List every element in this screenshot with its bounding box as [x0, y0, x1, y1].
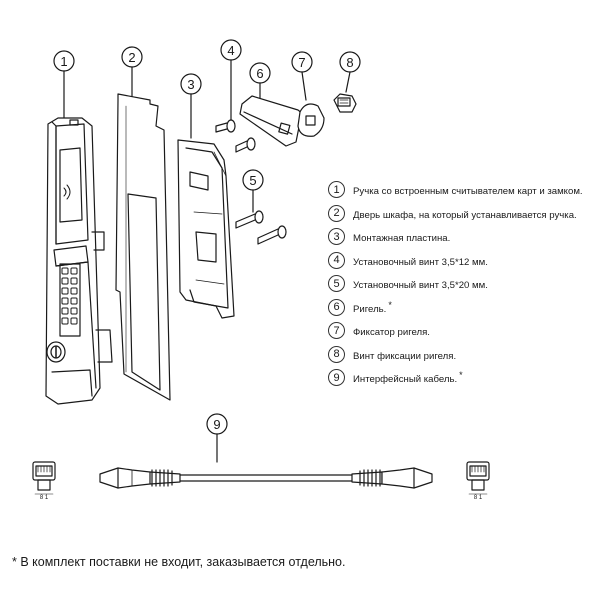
pin-label-right: 8 1 — [474, 495, 483, 501]
callout-9: 9 — [206, 413, 228, 463]
callout-1: 1 — [53, 50, 75, 119]
legend-text: Монтажная пластина. — [353, 233, 451, 245]
legend-item-3: 3 Монтажная пластина. — [328, 225, 596, 249]
svg-text:7: 7 — [298, 55, 305, 70]
legend-number: 9 — [328, 369, 345, 387]
connector-end-view-left: 8 1 — [32, 461, 56, 501]
callout-8: 8 — [339, 51, 361, 93]
keypad — [61, 267, 78, 325]
legend-number: 7 — [328, 322, 345, 340]
legend-item-1: 1 Ручка со встроенным считывателем карт … — [328, 178, 596, 202]
svg-text:9: 9 — [213, 417, 220, 432]
legend-item-6: 6 Ригель.* — [328, 296, 596, 320]
svg-text:5: 5 — [249, 173, 256, 188]
connector-end-view-right: 8 1 — [466, 461, 490, 501]
interface-cable — [99, 467, 433, 489]
legend-text: Установочный винт 3,5*20 мм. — [353, 280, 488, 292]
legend-item-9: 9 Интерфейсный кабель.* — [328, 366, 596, 390]
callout-3: 3 — [180, 73, 202, 139]
legend-item-4: 4 Установочный винт 3,5*12 мм. — [328, 249, 596, 273]
legend-text: Ручка со встроенным считывателем карт и … — [353, 186, 583, 198]
svg-text:8: 8 — [346, 55, 353, 70]
legend-text: Интерфейсный кабель.* — [353, 370, 463, 386]
mounting-plate — [177, 139, 235, 319]
screws-3-5x12 — [215, 119, 256, 153]
legend-number: 2 — [328, 204, 345, 222]
footnote: * В комплект поставки не входит, заказыв… — [12, 555, 346, 569]
rj45-plug-right — [351, 467, 433, 489]
cam-bolt — [239, 95, 303, 147]
cam-retainer — [297, 103, 325, 137]
legend-text: Винт фиксации ригеля. — [353, 350, 457, 362]
legend-number: 3 — [328, 228, 345, 246]
parts-legend: 1 Ручка со встроенным считывателем карт … — [328, 178, 596, 390]
legend-item-2: 2 Дверь шкафа, на который устанавливаетс… — [328, 202, 596, 226]
legend-number: 8 — [328, 345, 345, 363]
callout-7: 7 — [291, 51, 313, 101]
svg-text:4: 4 — [227, 43, 234, 58]
handle-with-reader — [45, 117, 113, 405]
svg-text:2: 2 — [128, 50, 135, 65]
legend-number: 4 — [328, 251, 345, 269]
svg-text:6: 6 — [256, 66, 263, 81]
lock-cylinder — [46, 341, 66, 363]
legend-item-8: 8 Винт фиксации ригеля. — [328, 343, 596, 367]
legend-text: Дверь шкафа, на который устанавливается … — [353, 209, 577, 221]
svg-text:3: 3 — [187, 77, 194, 92]
pin-label-left: 8 1 — [40, 495, 49, 501]
callout-4: 4 — [220, 39, 242, 121]
retaining-screw — [333, 93, 357, 113]
legend-number: 5 — [328, 275, 345, 293]
legend-text: Ригель.* — [353, 299, 392, 315]
legend-number: 6 — [328, 298, 345, 316]
svg-text:1: 1 — [60, 54, 67, 69]
legend-item-5: 5 Установочный винт 3,5*20 мм. — [328, 272, 596, 296]
cabinet-door-panel — [115, 93, 171, 401]
legend-text: Установочный винт 3,5*12 мм. — [353, 256, 488, 268]
legend-item-7: 7 Фиксатор ригеля. — [328, 319, 596, 343]
callout-5: 5 — [242, 169, 264, 213]
rj45-plug-left — [99, 467, 181, 489]
legend-number: 1 — [328, 181, 345, 199]
callout-6: 6 — [249, 62, 271, 104]
screws-3-5x20 — [235, 210, 287, 245]
legend-text: Фиксатор ригеля. — [353, 327, 430, 339]
